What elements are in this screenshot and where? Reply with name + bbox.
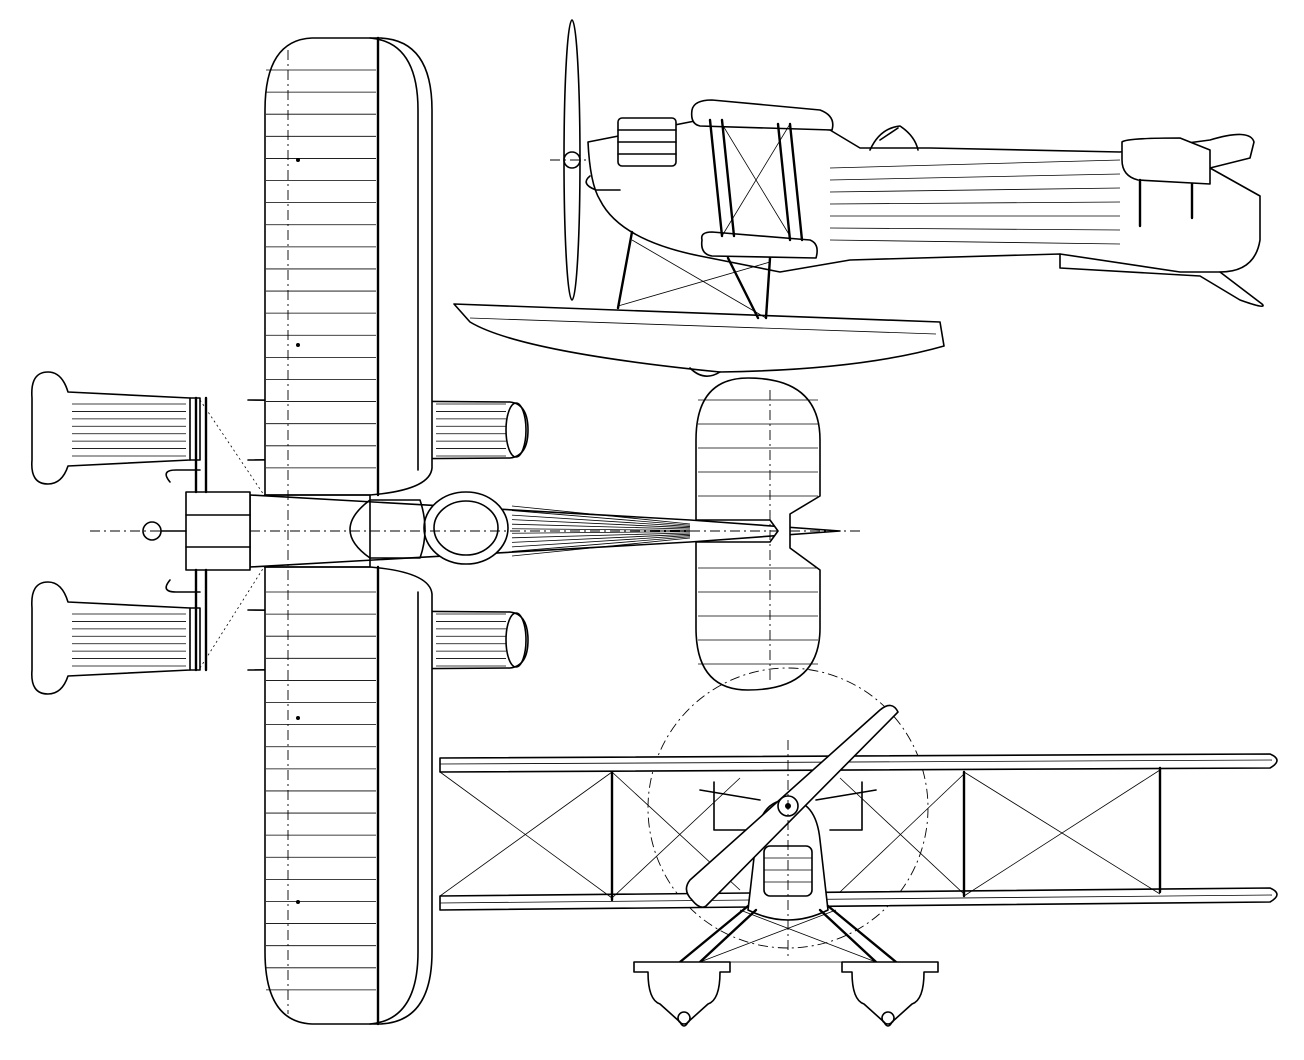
side-fuselage xyxy=(587,119,1264,308)
plan-wing xyxy=(264,36,433,1026)
side-fuselage-stringers xyxy=(829,159,1121,245)
plan-float-stringers xyxy=(72,403,506,457)
construction-line xyxy=(511,505,691,525)
side-engine xyxy=(585,117,677,191)
construction-line xyxy=(511,535,691,548)
side-view xyxy=(453,19,1264,377)
construction-line xyxy=(829,187,1121,193)
construction-line xyxy=(511,523,691,530)
front-propeller xyxy=(685,704,899,960)
construction-line xyxy=(511,533,691,543)
plan-struts xyxy=(194,396,433,672)
side-tail xyxy=(1121,137,1211,228)
plan-float-stringers xyxy=(72,613,506,667)
construction-line xyxy=(511,510,691,526)
plan-fuselage-stringers xyxy=(511,505,691,557)
plan-upper-float xyxy=(31,371,529,485)
front-floats xyxy=(633,904,939,1027)
construction-line xyxy=(511,531,691,534)
side-wings xyxy=(690,99,834,259)
side-propeller xyxy=(550,19,640,301)
side-float xyxy=(453,230,945,377)
construction-line xyxy=(829,227,1121,231)
plan-engine xyxy=(142,469,251,593)
plan-view xyxy=(31,36,860,1026)
plan-fuselage xyxy=(90,491,860,568)
plan-tailplane xyxy=(695,377,821,691)
front-view xyxy=(439,667,1278,1027)
construction-line xyxy=(511,537,691,557)
plan-wing-ribs xyxy=(266,69,376,991)
plan-lower-float xyxy=(31,581,529,695)
construction-line xyxy=(511,514,691,527)
construction-line xyxy=(829,173,1121,181)
construction-line xyxy=(829,201,1121,205)
construction-line xyxy=(511,519,691,529)
construction-line xyxy=(829,159,1121,169)
plan-tailplane-ribs xyxy=(698,399,818,665)
front-lower-wing xyxy=(439,887,1278,911)
construction-line xyxy=(511,528,691,531)
construction-line xyxy=(511,536,691,552)
construction-line xyxy=(829,239,1121,245)
front-upper-wing xyxy=(439,753,1278,773)
construction-line xyxy=(511,532,691,539)
